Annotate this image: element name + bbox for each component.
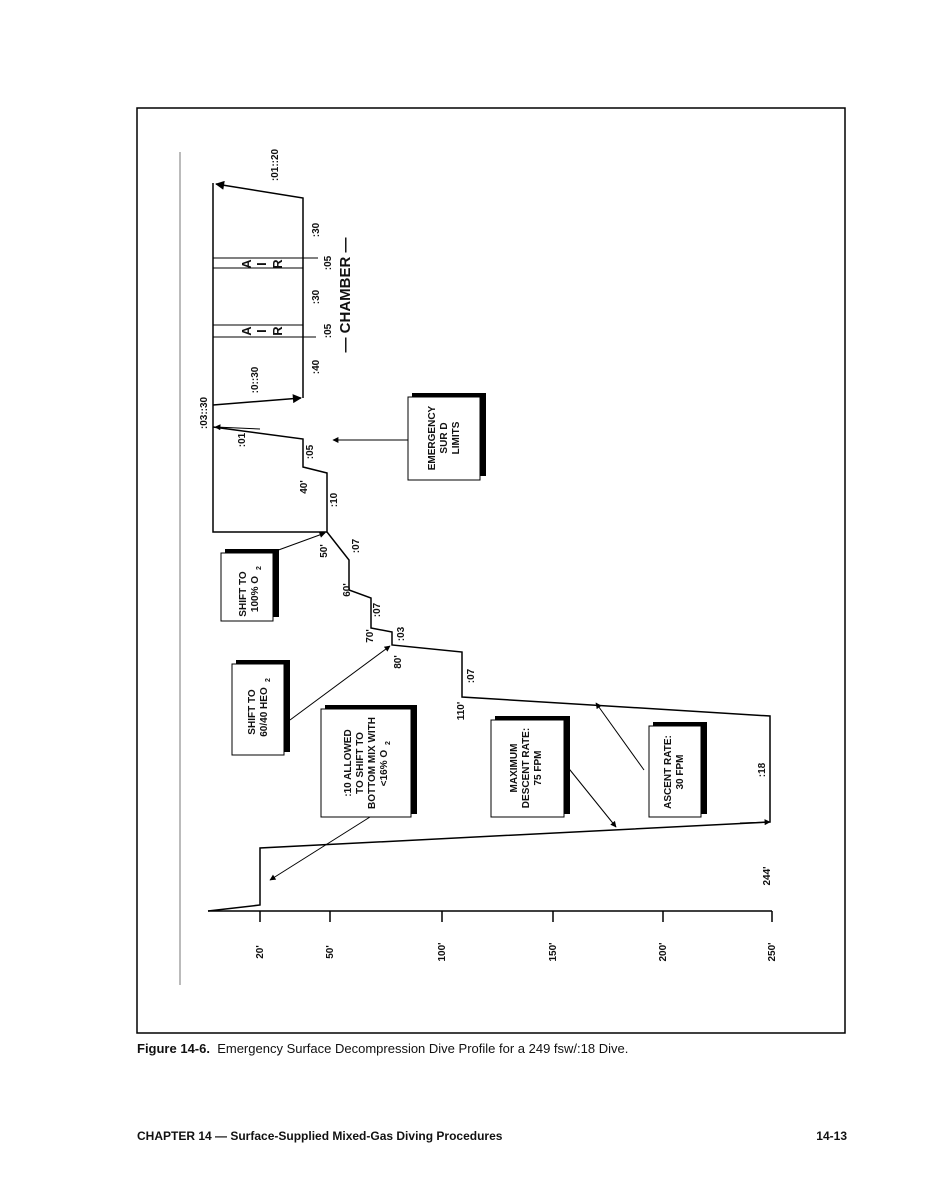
axis-tick-label: 150' — [548, 942, 559, 961]
svg-text:LIMITS: LIMITS — [451, 421, 462, 454]
ascent-time-label: :01 — [237, 432, 248, 447]
stop-depth: 110' — [456, 702, 467, 721]
svg-text:A: A — [239, 259, 254, 269]
bottom-depth: 244' — [762, 866, 773, 885]
stop-depth: 40' — [299, 480, 310, 494]
chamber-period: :05 — [323, 255, 334, 270]
bottom-mix-arrow-icon — [269, 816, 371, 881]
page-number: 14-13 — [816, 1129, 847, 1143]
svg-text:2: 2 — [256, 566, 263, 570]
stop-depth: 60' — [342, 583, 353, 597]
svg-text:TO SHIFT TO: TO SHIFT TO — [355, 732, 366, 794]
total-time-label: :01::20 — [270, 148, 281, 181]
svg-text:30 FPM: 30 FPM — [675, 754, 686, 789]
svg-text:R: R — [270, 326, 285, 336]
page-footer: CHAPTER 14 — Surface-Supplied Mixed-Gas … — [137, 1129, 847, 1143]
stop-time: :07 — [466, 668, 477, 683]
descent-arrow-icon — [565, 764, 617, 828]
depth-axis — [208, 910, 773, 922]
stop-depth: 50' — [319, 544, 330, 558]
svg-text:BOTTOM MIX WITH: BOTTOM MIX WITH — [367, 717, 378, 809]
axis-tick-label: 100' — [437, 942, 448, 961]
svg-text:MAXIMUM: MAXIMUM — [509, 744, 520, 793]
svg-text:2: 2 — [385, 741, 392, 745]
figure-caption: Figure 14-6. Emergency Surface Decompres… — [137, 1041, 628, 1056]
axis-tick-label: 50' — [325, 945, 336, 959]
shift-o2-arrow-icon — [272, 532, 326, 553]
chamber-descent-arrow-icon — [212, 394, 302, 406]
chamber-ascent-line — [215, 180, 304, 398]
svg-text:2: 2 — [265, 678, 272, 682]
svg-text::10 ALLOWED: :10 ALLOWED — [343, 729, 354, 796]
air-break-lines — [213, 257, 318, 338]
svg-text:SHIFT TO: SHIFT TO — [238, 571, 249, 617]
svg-text:75 FPM: 75 FPM — [533, 750, 544, 785]
axis-tick-label: 20' — [255, 945, 266, 959]
svg-text:A: A — [239, 326, 254, 336]
callout-emergency: EMERGENCY SUR D LIMITS — [407, 393, 486, 481]
svg-text:SUR D: SUR D — [439, 422, 450, 453]
stop-time: :07 — [351, 538, 362, 553]
svg-text:I: I — [254, 329, 269, 333]
stop-time: :10 — [329, 492, 340, 507]
bottom-time: :18 — [757, 762, 768, 777]
svg-text:<16% O: <16% O — [379, 750, 390, 787]
stop-depth: 70' — [365, 629, 376, 643]
surface-interval-label: :03::30 — [199, 396, 210, 429]
callout-shift-heo: SHIFT TO 60/40 HEO 2 — [231, 660, 290, 756]
axis-tick-label: 200' — [658, 942, 669, 961]
chamber-period: :05 — [323, 323, 334, 338]
svg-text:DESCENT RATE:: DESCENT RATE: — [521, 728, 532, 808]
stop-time: :03 — [396, 626, 407, 641]
callout-ascent-rate: ASCENT RATE: 30 FPM — [648, 722, 707, 818]
chapter-title: CHAPTER 14 — Surface-Supplied Mixed-Gas … — [137, 1129, 503, 1143]
surface-line — [212, 183, 327, 533]
caption-text: Emergency Surface Decompression Dive Pro… — [217, 1041, 629, 1056]
chamber-descent-label: :0::30 — [250, 366, 261, 393]
svg-text:SHIFT TO: SHIFT TO — [247, 689, 258, 735]
surface-arrow-icon — [214, 424, 261, 431]
stop-depth: 80' — [393, 655, 404, 669]
svg-text:EMERGENCY: EMERGENCY — [427, 405, 438, 470]
air-break-label: A I R A I R — [239, 259, 285, 336]
figure-frame — [136, 107, 846, 1034]
shift-heo-arrow-icon — [289, 645, 391, 721]
svg-text:I: I — [254, 262, 269, 266]
callout-bottom-mix: :10 ALLOWED TO SHIFT TO BOTTOM MIX WITH … — [320, 705, 417, 818]
chamber-period: :40 — [311, 359, 322, 374]
dive-profile-line — [207, 426, 771, 912]
svg-text:60/40 HEO: 60/40 HEO — [259, 687, 270, 737]
stop-time: :05 — [305, 444, 316, 459]
svg-text:ASCENT RATE:: ASCENT RATE: — [663, 735, 674, 809]
chamber-period: :30 — [311, 222, 322, 237]
axis-tick-label: 250' — [767, 942, 778, 961]
ascent-arrow-icon — [595, 702, 645, 771]
callout-shift-o2: SHIFT TO 100% O 2 — [220, 549, 279, 622]
svg-text:R: R — [270, 259, 285, 269]
bottom-arrow-icon — [739, 819, 771, 826]
stop-time: :07 — [372, 602, 383, 617]
callout-descent-rate: MAXIMUM DESCENT RATE: 75 FPM — [490, 716, 570, 818]
svg-text:100% O: 100% O — [250, 576, 261, 612]
chamber-title: — CHAMBER — — [337, 238, 354, 353]
chamber-period: :30 — [311, 289, 322, 304]
caption-label: Figure 14-6. — [137, 1041, 210, 1056]
